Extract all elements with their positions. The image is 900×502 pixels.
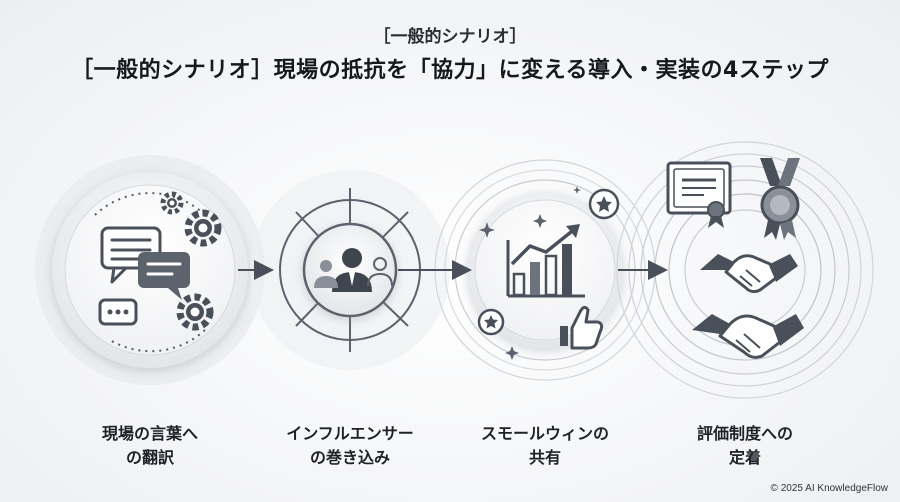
step-1-graphic (35, 155, 265, 385)
step-3-graphic (434, 159, 656, 381)
copyright-notice: © 2025 AI KnowledgeFlow (770, 483, 888, 494)
step-label-4-line1: 評価制度への (696, 424, 793, 443)
step-4-graphic (616, 141, 874, 399)
step-label-2: インフルエンサー の巻き込み (250, 422, 450, 470)
step-label-2-line2: の巻き込み (309, 448, 390, 467)
step-label-3-line1: スモールウィンの (480, 424, 609, 443)
chat-bubbles-gears-icon (94, 191, 222, 353)
step-label-4-line2: 定着 (728, 448, 761, 467)
step-label-1-line1: 現場の言葉へ (101, 424, 198, 443)
step-label-1-line2: の翻訳 (125, 448, 174, 467)
diagram-subtitle: ［一般的シナリオ］ (373, 27, 527, 47)
people-network-icon (279, 188, 421, 352)
step-label-2-line1: インフルエンサー (286, 424, 414, 443)
step-2-graphic (250, 170, 450, 370)
step-label-3: スモールウィンの 共有 (445, 422, 645, 470)
step-label-3-line2: 共有 (528, 448, 561, 467)
diagram-title: ［一般的シナリオ］現場の抵抗を「協力」に変える導入・実装の4ステップ (71, 58, 829, 83)
step-label-4: 評価制度への 定着 (645, 422, 845, 470)
growth-chart-thumbs-up-icon (477, 186, 620, 360)
certificate-handshake-icon (666, 158, 804, 359)
step-label-1: 現場の言葉へ の翻訳 (50, 422, 250, 470)
